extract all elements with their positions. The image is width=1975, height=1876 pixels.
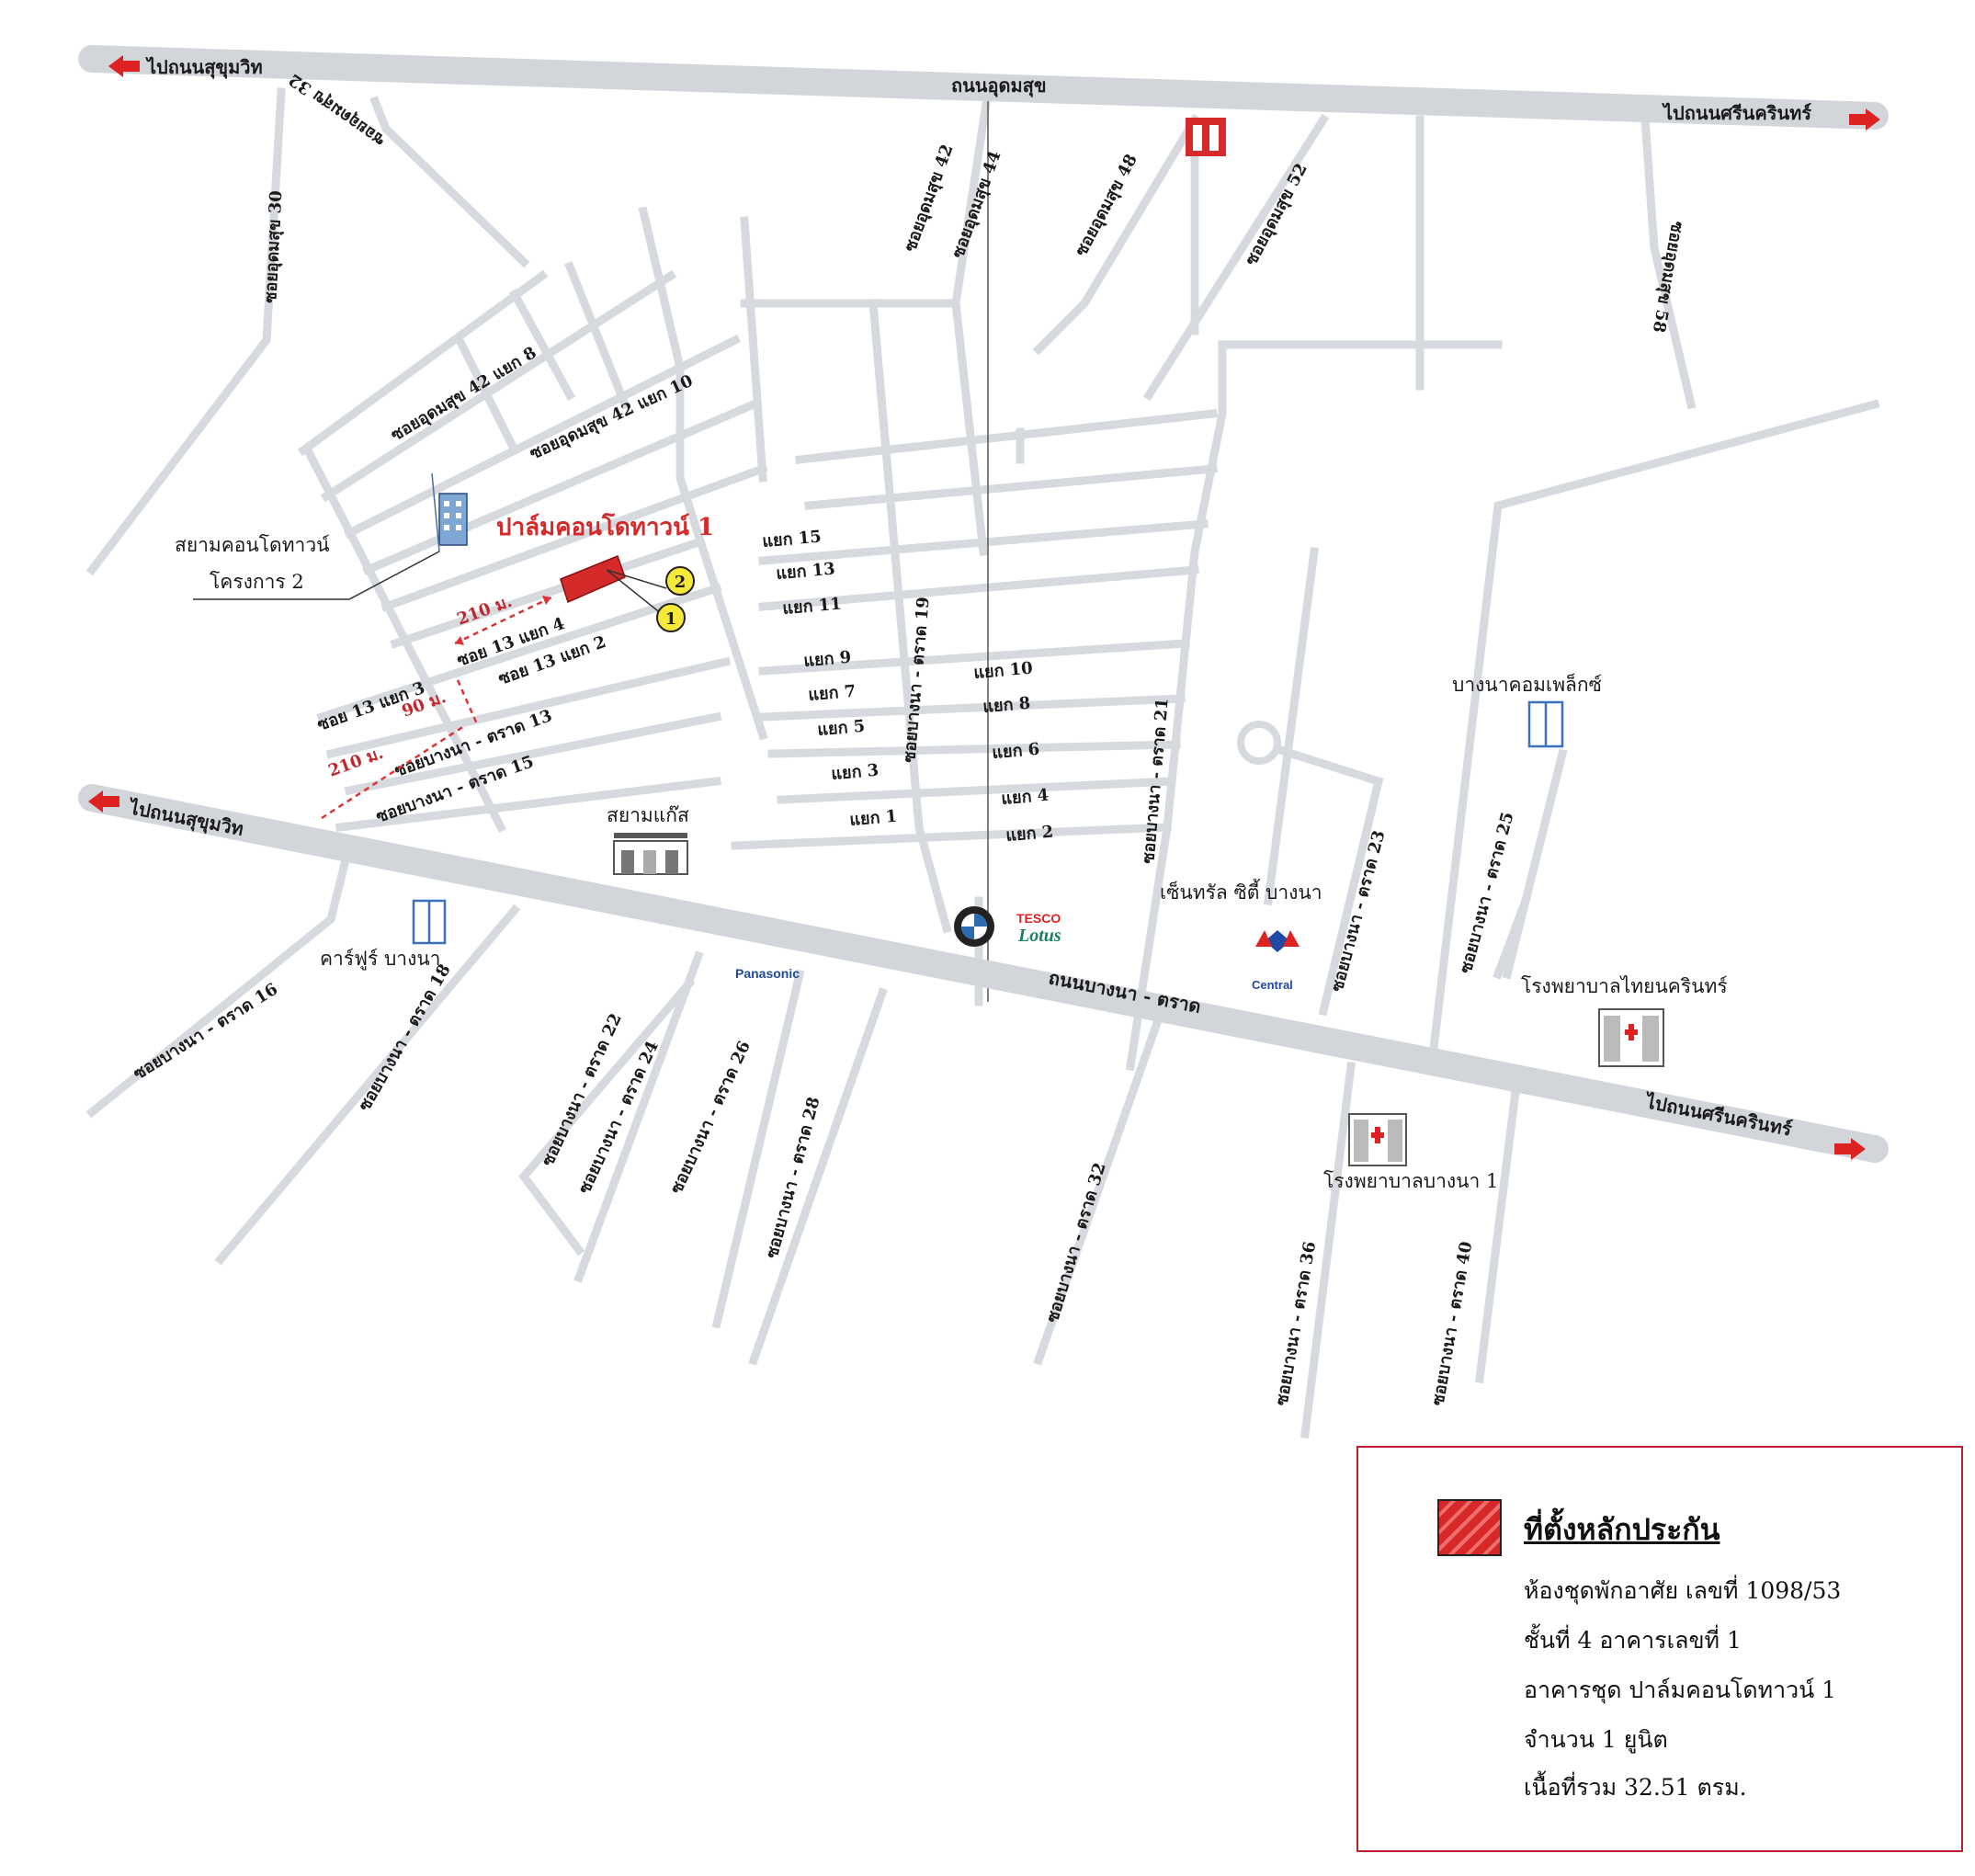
shop-icon bbox=[1186, 118, 1226, 156]
street-label: ซอยอุดมสุข 42 แยก 10 bbox=[527, 371, 696, 465]
highways bbox=[78, 45, 1889, 1163]
siam-condo-project-label: โครงการ 2 bbox=[210, 571, 304, 593]
bmw-logo-icon bbox=[954, 906, 994, 947]
siam-condo-pointer bbox=[348, 551, 440, 600]
minor-roads bbox=[85, 86, 1880, 1439]
street-label: ซอยบางนา - ตราด 18 bbox=[355, 961, 455, 1114]
street-label: แยก 11 bbox=[782, 594, 843, 619]
hospital-icon bbox=[1348, 1113, 1407, 1166]
marker-2: 2 bbox=[665, 566, 695, 596]
thai-nakarin-label: โรงพยาบาลไทยนครินทร์ bbox=[1521, 975, 1728, 997]
legend-line-1: ห้องชุดพักอาศัย เลขที่ 1098/53 bbox=[1524, 1577, 1842, 1604]
property-marker[interactable] bbox=[560, 555, 667, 615]
top-right-direction: ไปถนนศรีนครินทร์ bbox=[1662, 102, 1811, 124]
street-label: แยก 9 bbox=[803, 648, 852, 671]
street-label: ซอยอุดมสุข 52 bbox=[1242, 160, 1312, 269]
marker-1: 1 bbox=[656, 603, 686, 632]
siam-condo-label: สยามคอนโดทาวน์ bbox=[175, 534, 330, 556]
street-label: ซอยบางนา - ตราด 16 bbox=[131, 980, 281, 1085]
street-label: แยก 10 bbox=[973, 658, 1034, 683]
tesco-lotus-logo-icon: TESCO Lotus bbox=[1016, 911, 1061, 946]
street-label: ซอยบางนา - ตราด 32 bbox=[1043, 1160, 1110, 1325]
carrefour-label: คาร์ฟูร์ บางนา bbox=[320, 948, 440, 971]
legend-line-2: ชั้นที่ 4 อาคารเลขที่ 1 bbox=[1524, 1627, 1742, 1654]
legend-box: ที่ตั้งหลักประกัน ห้องชุดพักอาศัย เลขที่… bbox=[1356, 1446, 1963, 1852]
street-labels: ซอยอุดมสุข 30 ซอยอุดมสุข 32 ซอยอุดมสุข 4… bbox=[131, 69, 1687, 1407]
bangna-complex-label: บางนาคอมเพล็กซ์ bbox=[1452, 672, 1602, 696]
udomsuk-road-name: ถนนอุดมสุข bbox=[951, 74, 1047, 97]
central-city-label: เซ็นทรัล ซิตี้ บางนา bbox=[1160, 879, 1322, 904]
street-label: แยก 5 bbox=[817, 717, 866, 740]
collateral-swatch-icon bbox=[1437, 1499, 1502, 1556]
bangna-hospital-label: โรงพยาบาลบางนา 1 bbox=[1323, 1170, 1498, 1192]
street-label: แยก 15 bbox=[762, 527, 823, 551]
legend-title: ที่ตั้งหลักประกัน bbox=[1524, 1512, 1720, 1547]
street-label: แยก 2 bbox=[1005, 823, 1054, 846]
building-icon bbox=[431, 472, 468, 552]
siam-gas-label: สยามแก๊ส bbox=[607, 804, 689, 826]
direction-arrows bbox=[88, 55, 1880, 1160]
street-label: แยก 4 bbox=[1001, 786, 1050, 809]
gas-station-icon bbox=[613, 833, 688, 875]
marker-2-label: 2 bbox=[675, 573, 687, 592]
panasonic-logo-text: Panasonic bbox=[735, 966, 800, 981]
property-name: ปาล์มคอนโดทาวน์ 1 bbox=[496, 512, 714, 541]
street-label: แยก 7 bbox=[808, 682, 857, 705]
hospital-icon bbox=[1598, 1008, 1664, 1067]
street-label: แยก 8 bbox=[982, 694, 1031, 717]
street-label: แยก 1 bbox=[849, 807, 898, 830]
legend-line-4: จำนวน 1 ยูนิต bbox=[1524, 1726, 1668, 1753]
street-label: ซอยอุดมสุข 42 bbox=[901, 142, 959, 255]
street-label: แยก 13 bbox=[776, 559, 836, 584]
marker-1-label: 1 bbox=[665, 609, 677, 629]
street-label: แยก 6 bbox=[992, 740, 1040, 763]
lotus-logo-text: Lotus bbox=[1017, 926, 1061, 946]
street-label: แยก 3 bbox=[831, 761, 880, 784]
bangna-complex-icon bbox=[1527, 700, 1564, 748]
top-left-direction: ไปถนนสุขุมวิท bbox=[145, 56, 263, 79]
main-right-direction: ไปถนนศรีนครินทร์ bbox=[1642, 1090, 1794, 1141]
street-label: ซอยบางนา - ตราด 26 bbox=[666, 1038, 754, 1197]
legend-line-5: เนื้อที่รวม 32.51 ตรม. bbox=[1524, 1774, 1747, 1801]
street-label: ซอยอุดมสุข 30 bbox=[261, 190, 287, 304]
street-label: ซอยบางนา - ตราด 40 bbox=[1428, 1240, 1476, 1407]
street-label: ซอยอุดมสุข 48 bbox=[1072, 151, 1142, 260]
central-logo-text: Central bbox=[1252, 978, 1293, 992]
carrefour-icon bbox=[412, 899, 447, 945]
tesco-logo-text: TESCO bbox=[1016, 911, 1061, 926]
street-label: ซอยอุดมสุข 42 แยก 8 bbox=[388, 343, 540, 446]
central-logo-icon: Central bbox=[1252, 930, 1300, 992]
legend-line-3: อาคารชุด ปาล์มคอนโดทาวน์ 1 bbox=[1524, 1677, 1837, 1703]
distance-label: 210 ม. bbox=[455, 592, 515, 630]
